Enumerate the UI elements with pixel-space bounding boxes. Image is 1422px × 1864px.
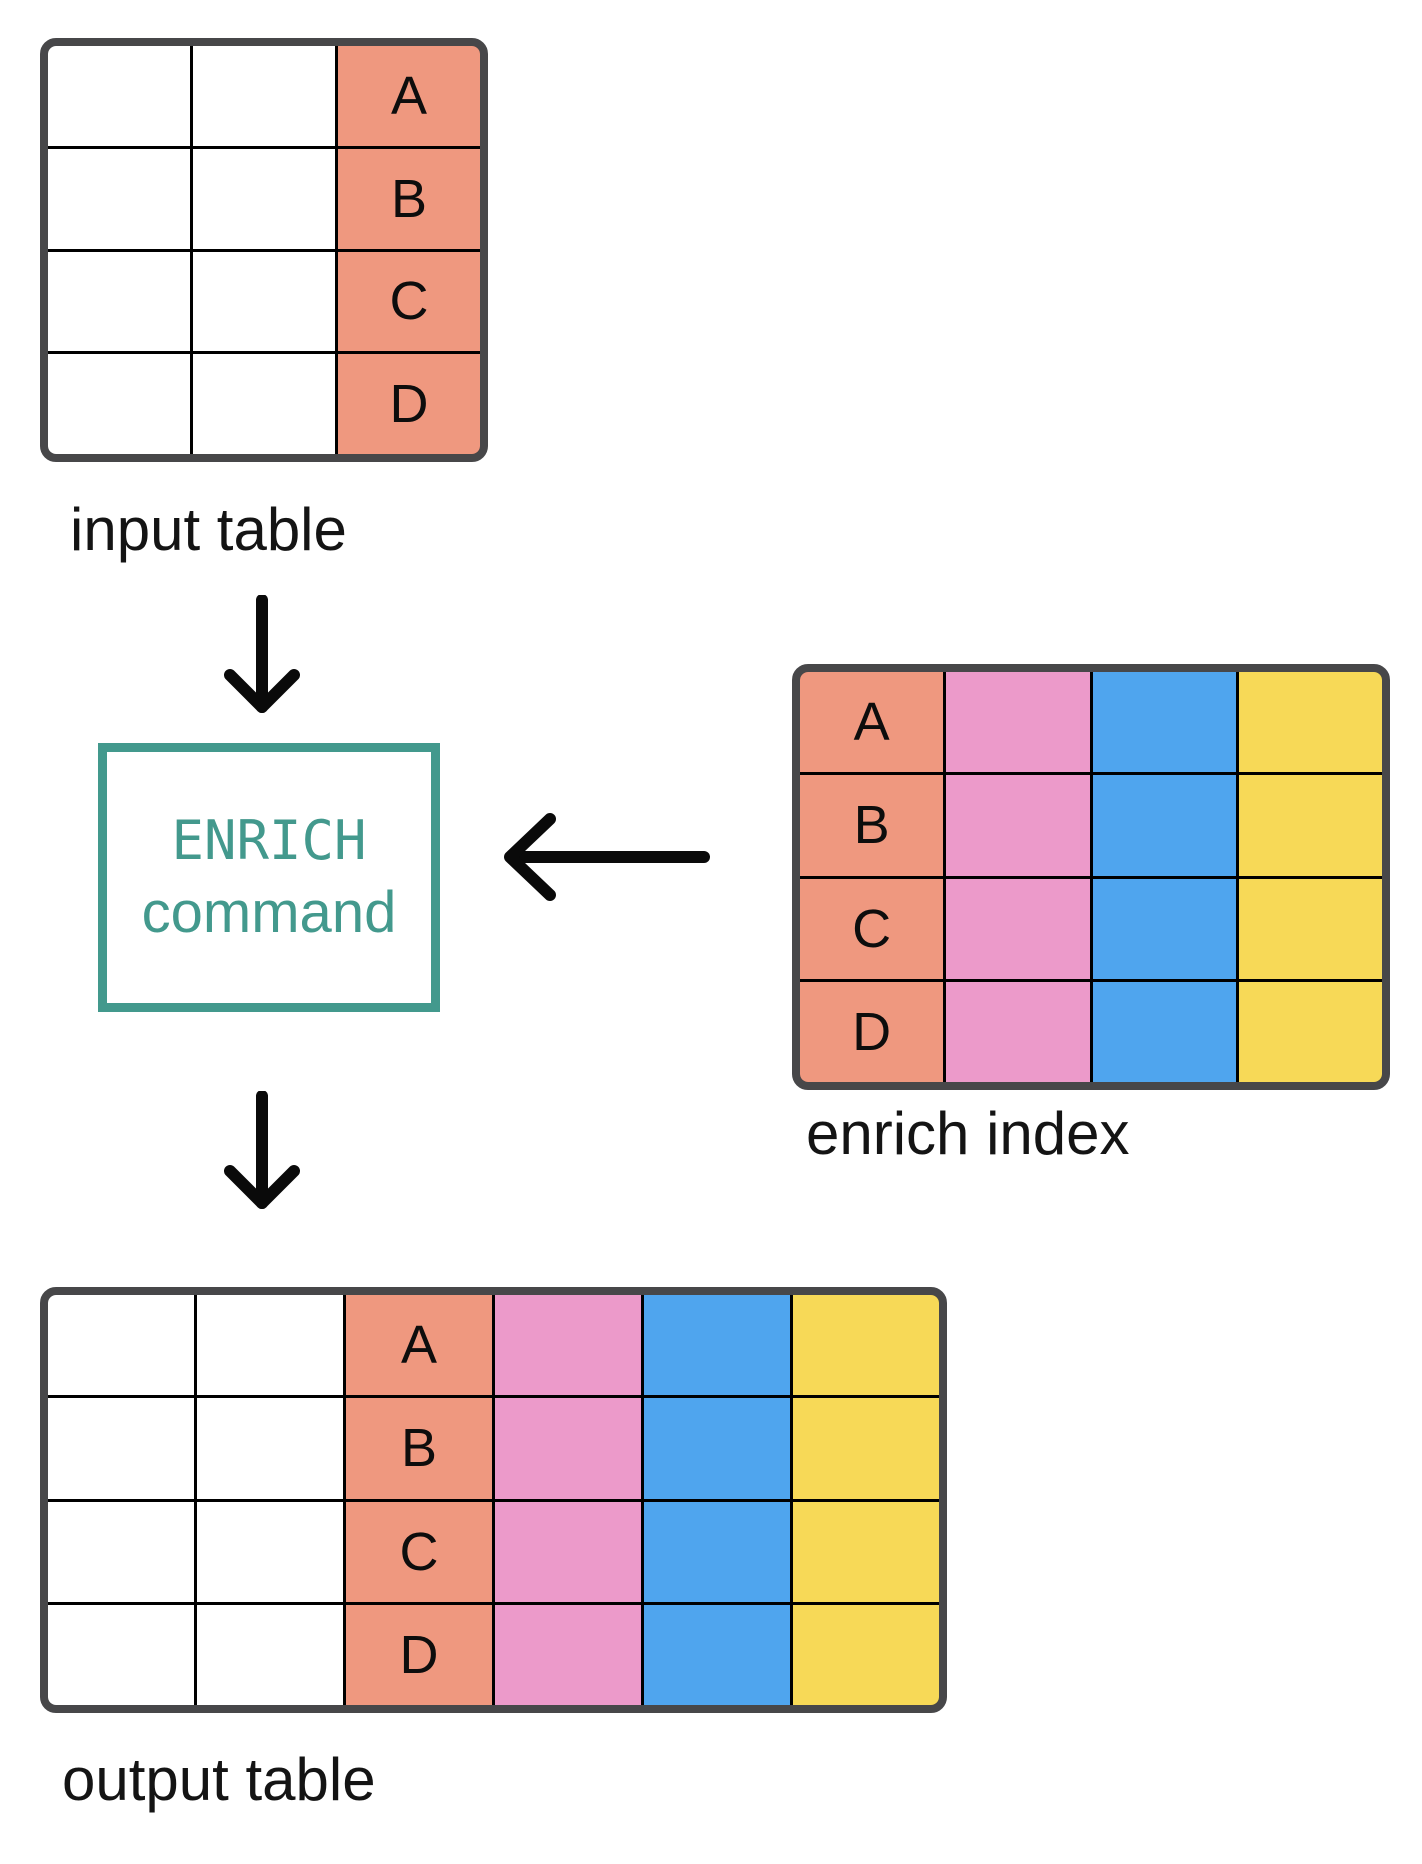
left-arrow-index-to-command-icon — [504, 813, 710, 901]
output-table-label: output table — [62, 1746, 376, 1813]
enrich-table-cell-r2c3 — [1092, 775, 1236, 876]
output-table-cell-r1c1 — [48, 1295, 194, 1396]
enrich-table-cell-r4c4 — [1238, 981, 1382, 1082]
enrich-table-cell-r3c1: C — [800, 878, 944, 979]
enrich-table-cell-r3c3 — [1092, 878, 1236, 979]
output-table-cell-r1c6 — [793, 1295, 939, 1396]
output-table-cell-r4c5 — [644, 1604, 790, 1705]
output-table-cell-r4c3: D — [346, 1604, 492, 1705]
input-table-cell-r4c2 — [193, 354, 335, 454]
input-table-label: input table — [70, 496, 347, 563]
enrich-table-cell-r1c1: A — [800, 672, 944, 773]
output-table-cell-r3c3: C — [346, 1501, 492, 1602]
enrich-table-cell-r3c4 — [1238, 878, 1382, 979]
input-table-cell-r2c1 — [48, 148, 190, 249]
input-table-cell-r4c1 — [48, 354, 190, 454]
output-table-cell-r3c4 — [495, 1501, 641, 1602]
enrich-command-word: command — [141, 879, 397, 945]
input-table-cell-r2c2 — [193, 148, 335, 249]
enrich-table-cell-r2c4 — [1238, 775, 1382, 876]
output-table-cell-r3c6 — [793, 1501, 939, 1602]
output-table-cell-r4c2 — [197, 1604, 343, 1705]
output-table-cell-r2c1 — [48, 1398, 194, 1499]
down-arrow-command-to-output-icon — [224, 1091, 300, 1209]
down-arrow-input-to-command-icon — [224, 595, 300, 713]
enrich-table-cell-r4c3 — [1092, 981, 1236, 1082]
enrich-command-box: ENRICH command — [98, 743, 440, 1012]
output-table-cell-r1c2 — [197, 1295, 343, 1396]
enrich-table-cell-r1c4 — [1238, 672, 1382, 773]
enrich-table-cell-r4c1: D — [800, 981, 944, 1082]
output-table-cell-r1c3: A — [346, 1295, 492, 1396]
output-table-cell-r1c4 — [495, 1295, 641, 1396]
output-table-cell-r2c2 — [197, 1398, 343, 1499]
output-table-cell-r2c4 — [495, 1398, 641, 1499]
input-table-cell-r2c3: B — [338, 148, 480, 249]
input-table-cell-r3c3: C — [338, 251, 480, 352]
enrich-table-cell-r1c3 — [1092, 672, 1236, 773]
enrich-table-cell-r1c2 — [946, 672, 1090, 773]
input-table-cell-r4c3: D — [338, 354, 480, 454]
input-table-cell-r1c1 — [48, 46, 190, 146]
input-table-cell-r1c3: A — [338, 46, 480, 146]
enrich-table-cell-r4c2 — [946, 981, 1090, 1082]
enrich-index-label: enrich index — [806, 1100, 1130, 1167]
output-table-cell-r2c6 — [793, 1398, 939, 1499]
output-table-cell-r4c6 — [793, 1604, 939, 1705]
output-table-cell-r1c5 — [644, 1295, 790, 1396]
enrich-command-keyword: ENRICH — [171, 808, 367, 872]
output-table-cell-r4c4 — [495, 1604, 641, 1705]
output-table-cell-r4c1 — [48, 1604, 194, 1705]
output-table-cell-r2c3: B — [346, 1398, 492, 1499]
enrich-table-cell-r2c1: B — [800, 775, 944, 876]
enrich-table-cell-r3c2 — [946, 878, 1090, 979]
output-table-cell-r3c2 — [197, 1501, 343, 1602]
enrich-table-cell-r2c2 — [946, 775, 1090, 876]
input-table-cell-r3c1 — [48, 251, 190, 352]
input-table-cell-r3c2 — [193, 251, 335, 352]
output-table-cell-r2c5 — [644, 1398, 790, 1499]
output-table-cell-r3c5 — [644, 1501, 790, 1602]
input-table-cell-r1c2 — [193, 46, 335, 146]
output-table-cell-r3c1 — [48, 1501, 194, 1602]
